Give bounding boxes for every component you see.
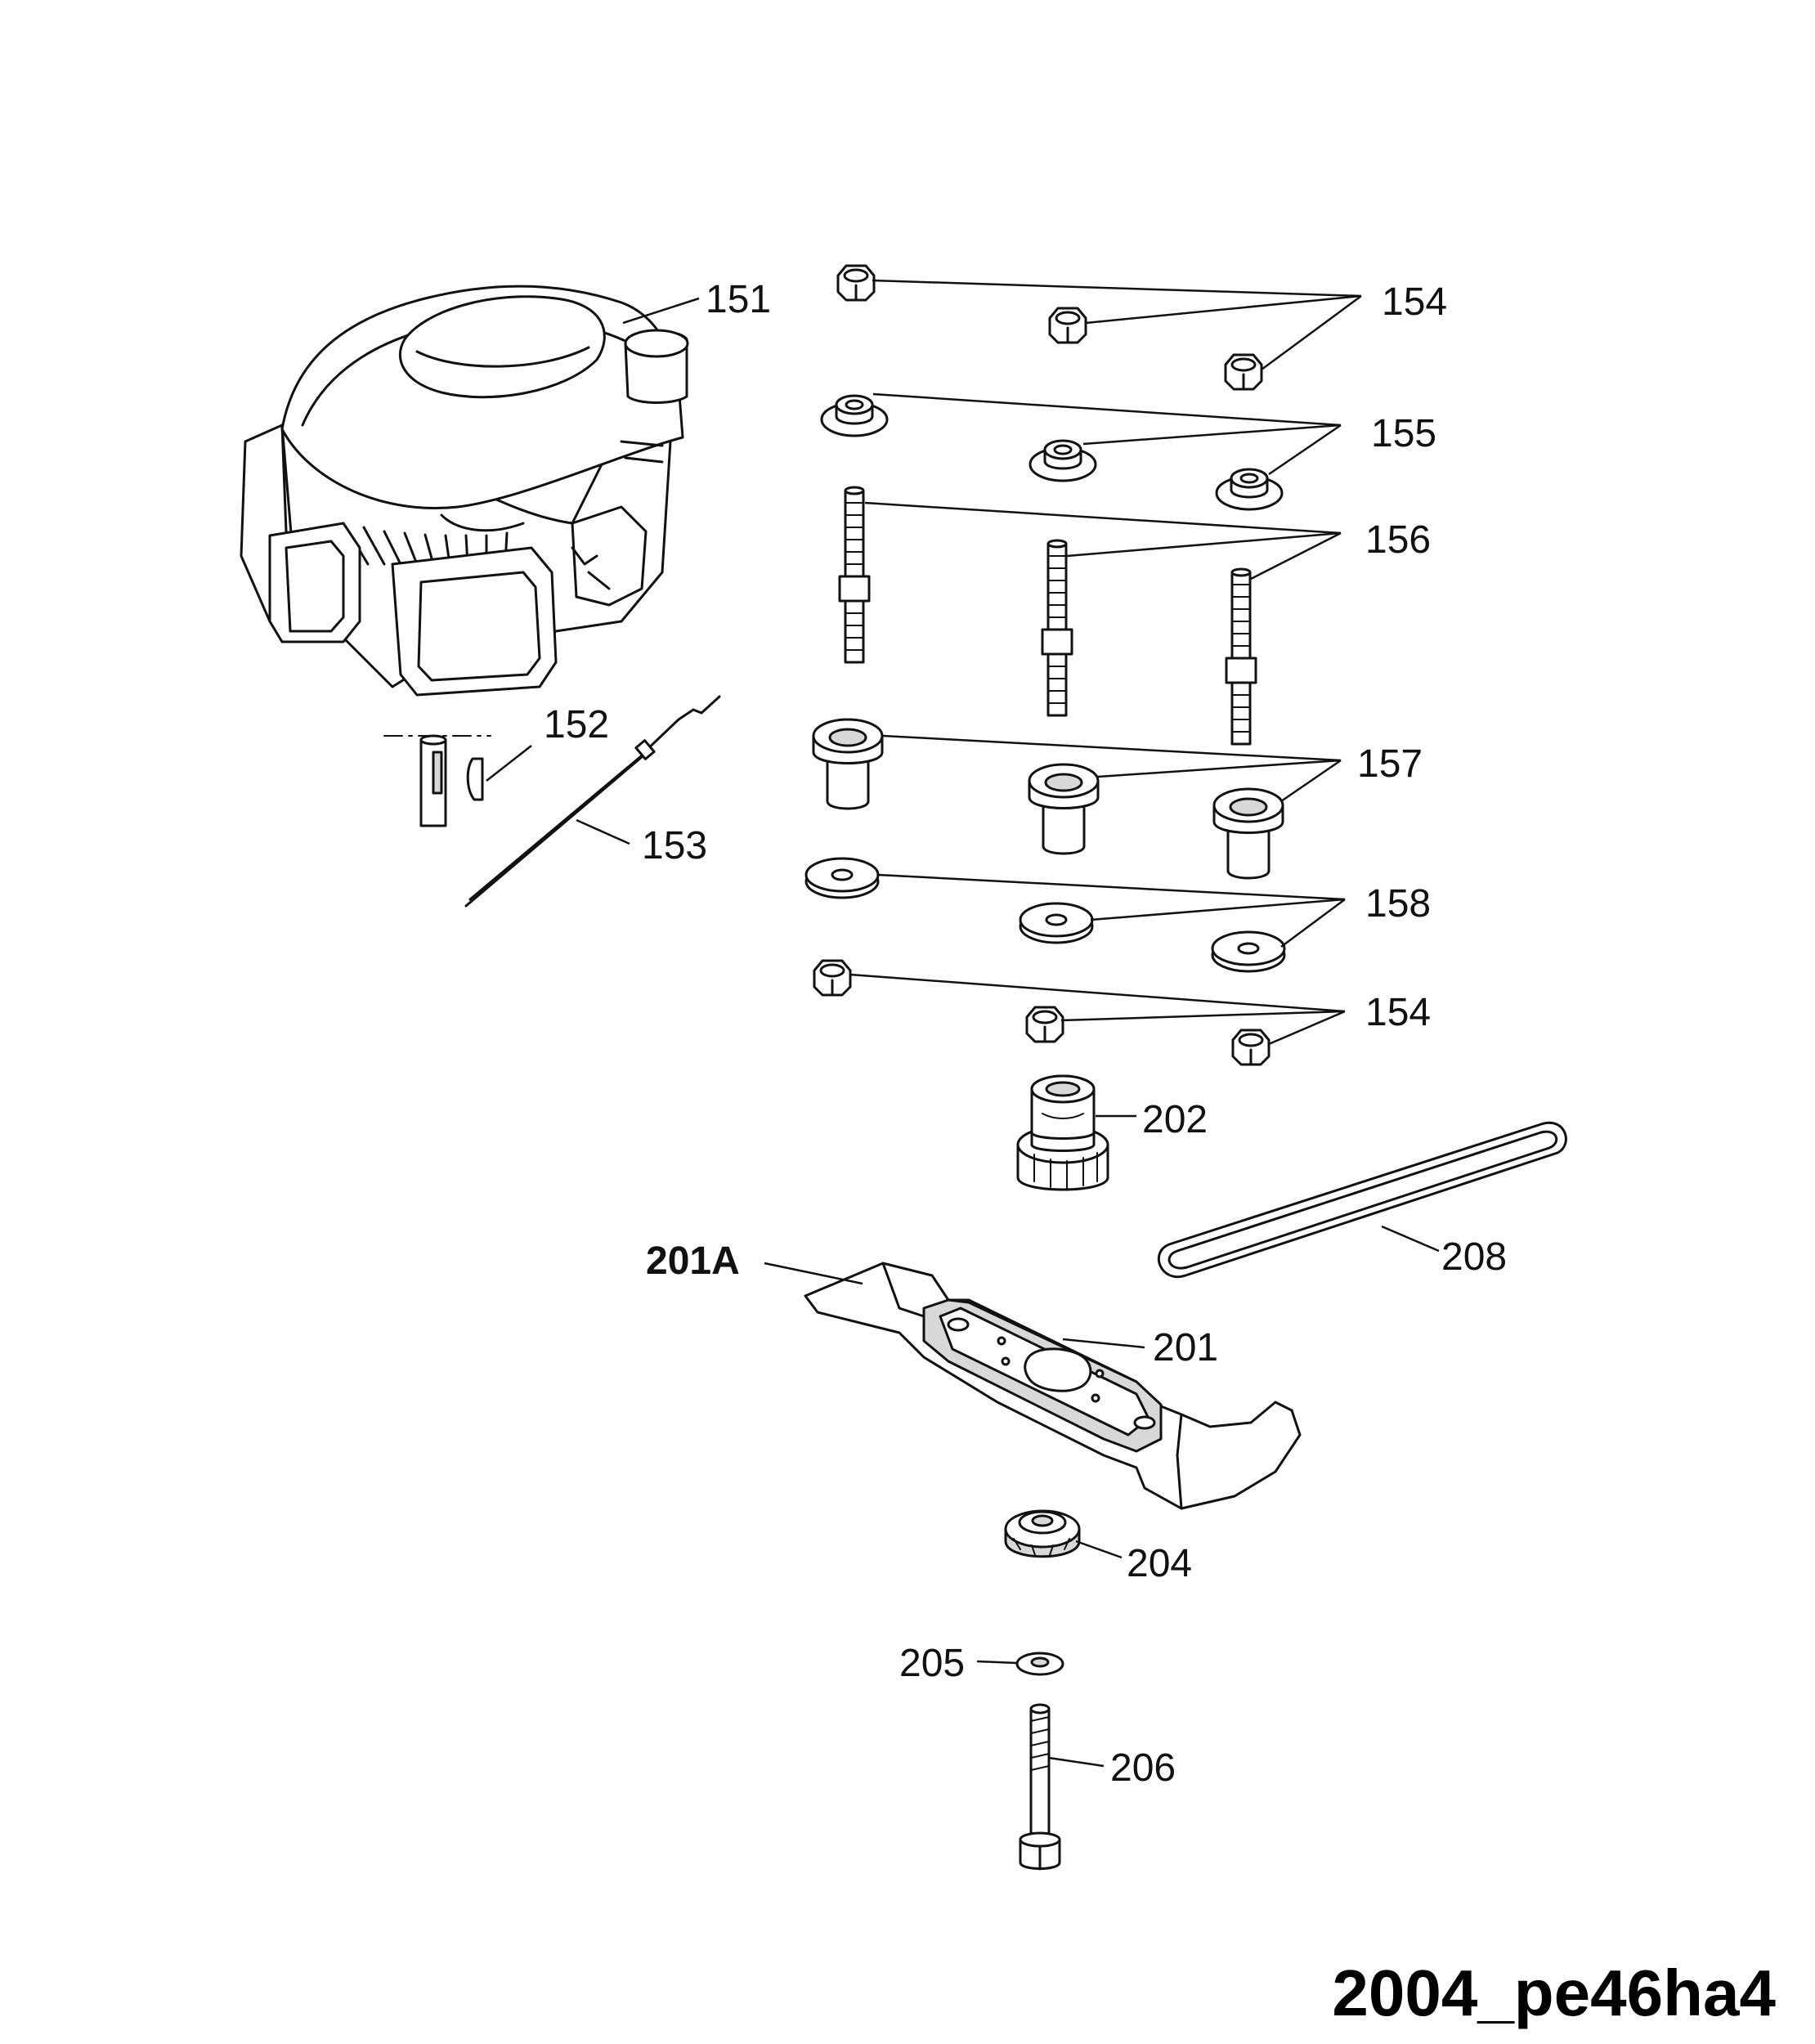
label-206: 206	[1110, 1746, 1176, 1790]
spacers-157-drawing	[812, 718, 1284, 880]
label-153: 153	[642, 824, 707, 867]
belt-208-drawing	[1158, 1121, 1567, 1279]
blade-201-drawing	[804, 1262, 1302, 1510]
label-205: 205	[899, 1642, 965, 1685]
washer-205-drawing	[1015, 1652, 1064, 1676]
label-154-bottom: 154	[1365, 991, 1431, 1034]
cable-153-drawing	[464, 695, 721, 908]
engine-151-drawing	[240, 285, 689, 697]
nuts-154-bottom-drawing	[813, 959, 1270, 1066]
label-202: 202	[1142, 1098, 1208, 1141]
drawing-id: 2004_pe46ha4	[1332, 1957, 1776, 2029]
label-155: 155	[1371, 412, 1436, 455]
label-157: 157	[1357, 742, 1423, 786]
label-152: 152	[544, 703, 609, 746]
label-154-top: 154	[1382, 280, 1447, 324]
bushings-155-drawing	[820, 394, 1284, 511]
label-201: 201	[1153, 1326, 1218, 1369]
washers-158-drawing	[804, 857, 1286, 973]
blade-adapter-202-drawing	[1016, 1074, 1109, 1191]
label-156: 156	[1365, 518, 1431, 562]
label-208: 208	[1441, 1235, 1507, 1279]
nuts-154-top-drawing	[836, 264, 1263, 391]
key-152-drawing	[383, 734, 491, 827]
bolt-206-drawing	[1019, 1703, 1061, 1871]
studs-156-drawing	[838, 486, 1257, 746]
label-151: 151	[706, 278, 771, 321]
leader-lines	[486, 279, 1440, 1768]
hub-204-drawing	[1004, 1509, 1081, 1558]
label-158: 158	[1365, 882, 1431, 926]
label-204: 204	[1127, 1542, 1192, 1585]
label-201a: 201A	[646, 1239, 740, 1283]
